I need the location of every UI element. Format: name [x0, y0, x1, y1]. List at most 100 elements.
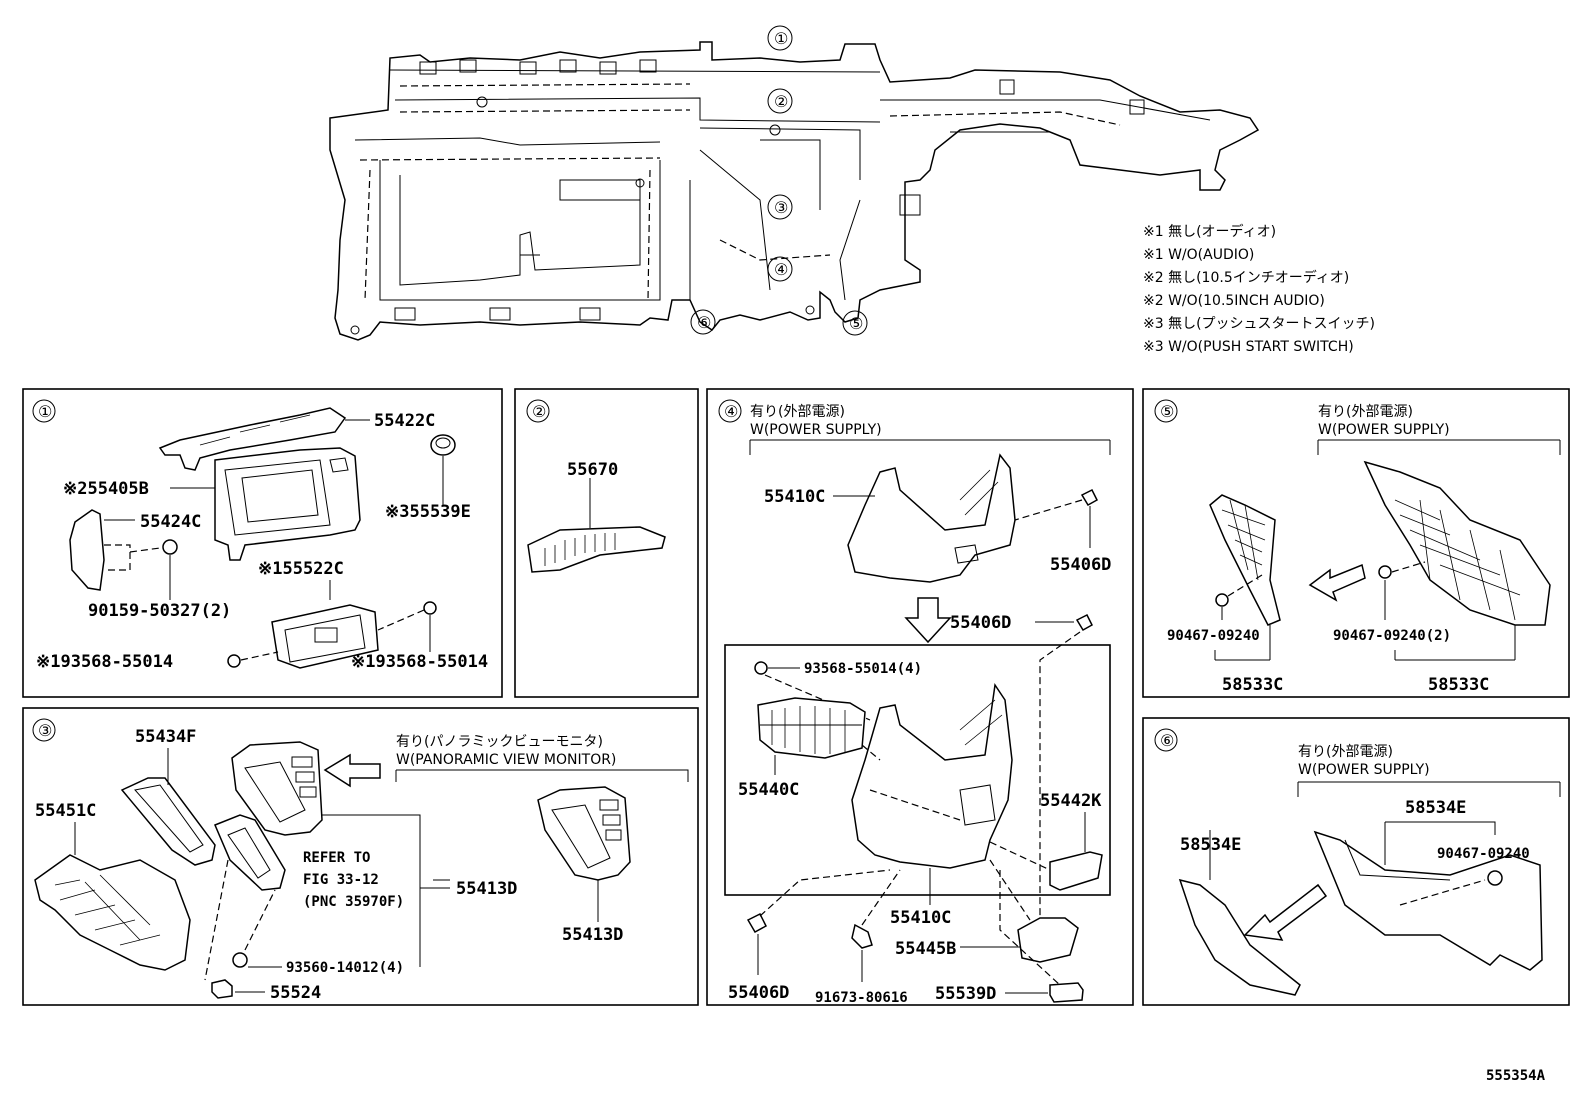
note-1-en: ※1 W/O(AUDIO): [1143, 247, 1254, 263]
note-2-jp: ※2 無し(10.5インチオーディオ): [1143, 269, 1349, 286]
screw-93568-shape: [754, 661, 768, 675]
overview-callout-5-label: ⑤: [849, 314, 863, 333]
part-55522c-shape: [271, 604, 379, 669]
note-1-jp: ※1 無し(オーディオ): [1143, 223, 1276, 240]
panel-4-inner-box: [724, 644, 1111, 896]
overview-callout-2-label: ②: [774, 92, 788, 111]
drawing-code: 555354A: [1486, 1068, 1546, 1084]
part-93568-label: 93568-55014(4): [804, 661, 922, 677]
panel-5-number: ⑤: [1160, 402, 1174, 421]
panel-4-condition-en: W(POWER SUPPLY): [750, 422, 882, 438]
part-90467-label: 90467-09240: [1437, 846, 1530, 862]
part-55410c-upper-label: 55410C: [764, 487, 825, 507]
part-55406d-middle-label: 55406D: [950, 613, 1011, 633]
part-55445b-label: 55445B: [895, 939, 956, 959]
part-55413d-label: 55413D: [456, 879, 517, 899]
part-91673-label: 91673-80616: [815, 990, 908, 1006]
panel-6: ⑥ 有り(外部電源) W(POWER SUPPLY) 58534E 58534E…: [1142, 717, 1570, 1006]
clip-90159-shape: [162, 539, 178, 555]
part-55405b-label: ※255405B: [63, 479, 149, 499]
overview-callout-3-label: ③: [774, 198, 788, 217]
part-55440c-label: 55440C: [738, 780, 799, 800]
part-90467-right-label: 90467-09240(2): [1333, 628, 1451, 644]
bolt-91673-shape: [851, 923, 873, 949]
part-55539d-label: 55539D: [935, 984, 996, 1004]
note-2-en: ※2 W/O(10.5INCH AUDIO): [1143, 293, 1325, 309]
part-55424c-shape: [69, 509, 105, 591]
clip-55406d-middle-shape: [1075, 613, 1093, 632]
part-93568-right-label: ※193568-55014: [351, 652, 488, 672]
clip-90467-left-shape: [1215, 593, 1229, 607]
overview-callout-1-label: ①: [774, 29, 788, 48]
screw-93560-shape: [232, 952, 248, 968]
part-58533c-left-label: 58533C: [1222, 675, 1283, 695]
panel-1-number: ①: [38, 402, 52, 421]
part-58534e-left-shape: [1178, 878, 1301, 996]
part-55451c-shape: [34, 854, 191, 971]
overview-callout-6-label: ⑥: [697, 313, 711, 332]
panel-5: ⑤ 有り(外部電源) W(POWER SUPPLY) 90467-09240 9…: [1142, 388, 1570, 698]
part-55434f-shape: [120, 777, 216, 866]
notes-block: ※1 無し(オーディオ) ※1 W/O(AUDIO) ※2 無し(10.5インチ…: [1143, 223, 1375, 355]
panel-4-condition-jp: 有り(外部電源): [750, 404, 845, 420]
part-55539e-label: ※355539E: [385, 502, 471, 522]
part-93560-label: 93560-14012(4): [286, 960, 404, 976]
panel-6-condition-jp: 有り(外部電源): [1298, 744, 1393, 760]
part-90159-label: 90159-50327(2): [88, 601, 231, 621]
part-55413d-alt-shape: [537, 786, 631, 881]
part-58533c-right-shape: [1363, 460, 1551, 626]
panel-3: ③ 有り(パノラミックビューモニタ) W(PANORAMIC VIEW MONI…: [22, 707, 699, 1006]
clip-90467-right-shape: [1378, 565, 1392, 579]
part-58533c-left-shape: [1209, 494, 1281, 626]
clip-90467-shape: [1487, 870, 1503, 886]
part-55413d-alt-label: 55413D: [562, 925, 623, 945]
panel-5-condition-jp: 有り(外部電源): [1318, 404, 1413, 420]
part-55406d-upper-label: 55406D: [1050, 555, 1111, 575]
part-55539d-shape: [1049, 982, 1084, 1003]
part-55670-shape: [527, 526, 666, 573]
part-55442k-label: 55442K: [1040, 791, 1102, 811]
part-55524-shape: [211, 979, 233, 999]
panel-4: ④ 有り(外部電源) W(POWER SUPPLY) 55410C 55406D…: [706, 388, 1134, 1006]
part-55405b-shape: [214, 447, 361, 561]
part-55670-label: 55670: [567, 460, 618, 480]
part-55524-label: 55524: [270, 983, 321, 1003]
overview-callout-3: [767, 194, 793, 220]
refer-line-2: FIG 33-12: [303, 872, 379, 888]
part-55410c-lower-label: 55410C: [890, 908, 951, 928]
clip-55406d-upper-shape: [1080, 488, 1098, 507]
overview-callout-2: [767, 88, 793, 114]
panel-2-number: ②: [532, 402, 546, 421]
panel-2: ② 55670: [514, 388, 699, 698]
part-55445b-shape: [1017, 917, 1079, 963]
part-58534e-right-label: 58534E: [1405, 798, 1466, 818]
part-55410c-lower-shape: [851, 682, 1013, 869]
panel-3-number: ③: [38, 721, 52, 740]
part-55422c-label: 55422C: [374, 411, 435, 431]
part-93568-left-label: ※193568-55014: [36, 652, 173, 672]
refer-line-1: REFER TO: [303, 850, 370, 866]
panel-4-number: ④: [724, 402, 738, 421]
overview-callout-1: [767, 25, 793, 51]
clip-55406d-lower-shape: [746, 912, 767, 934]
panel-3-condition-en: W(PANORAMIC VIEW MONITOR): [396, 752, 616, 768]
part-55440c-shape: [757, 697, 866, 759]
part-90467-left-label: 90467-09240: [1167, 628, 1260, 644]
panel-5-condition-en: W(POWER SUPPLY): [1318, 422, 1450, 438]
part-55413d-shape: [231, 741, 323, 836]
note-3-jp: ※3 無し(プッシュスタートスイッチ): [1143, 316, 1375, 332]
instrument-panel-reinforcement-overview: ① ② ③ ④ ⑤ ⑥: [329, 25, 1260, 341]
overview-callout-6: [690, 309, 716, 335]
panel-1: ① 55422C ※255405B ※355539E 55424C 90159-…: [22, 388, 503, 698]
part-55442k-shape: [1049, 851, 1103, 891]
part-55424c-label: 55424C: [140, 512, 201, 532]
screw-93568-left-shape: [227, 654, 241, 668]
overview-callout-4: [767, 256, 793, 282]
part-58534e-right-shape: [1313, 830, 1543, 971]
overview-callout-5: [842, 310, 868, 336]
overview-callout-4-label: ④: [774, 260, 788, 279]
part-55422c-shape: [158, 407, 347, 471]
panel-6-condition-en: W(POWER SUPPLY): [1298, 762, 1430, 778]
panel-3-condition-jp: 有り(パノラミックビューモニタ): [396, 734, 603, 750]
